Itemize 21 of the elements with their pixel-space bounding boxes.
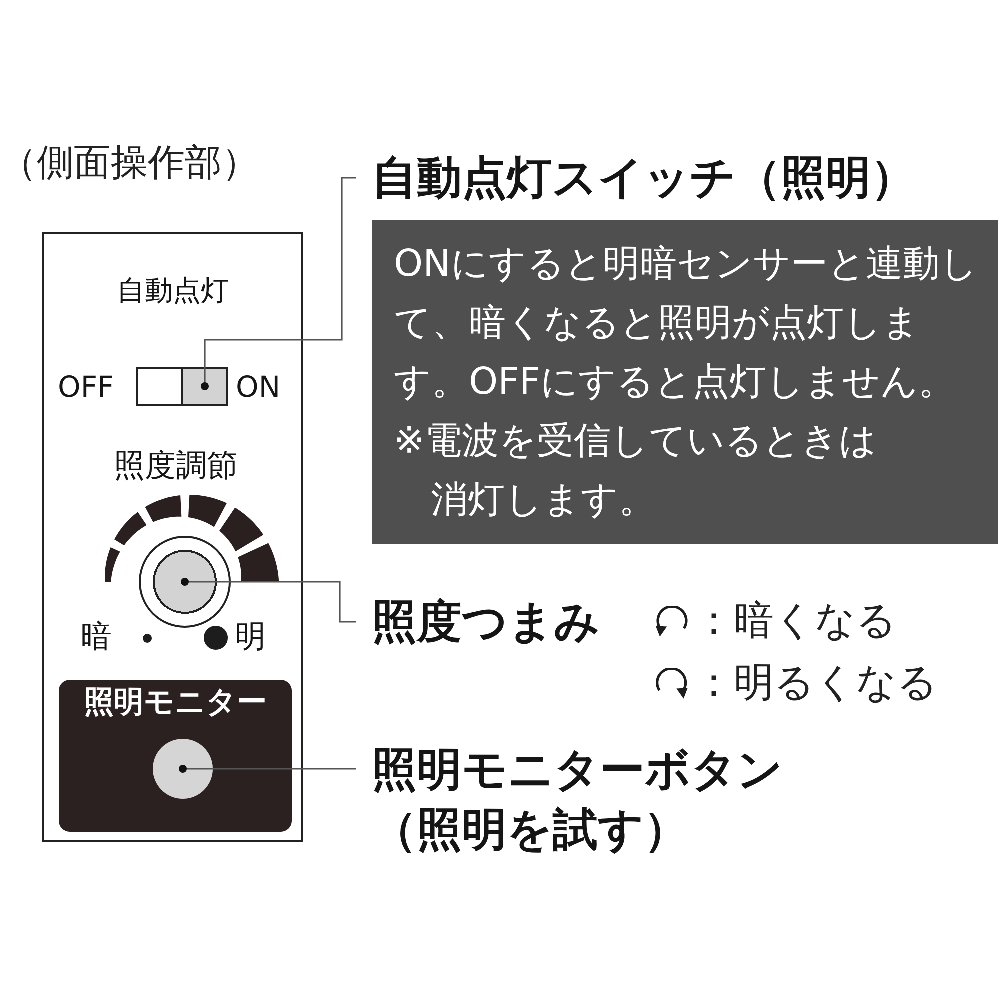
callout-heading: 自動点灯スイッチ（照明） [356,150,916,206]
callout-label: 照度つまみ [356,594,600,650]
leader-line [181,578,356,623]
description-panel [372,220,998,544]
note-text: ※電波を受信しているときは消灯します。 [394,418,878,523]
dim-label: 暗 [81,618,112,656]
panel-heading: （側面操作部） [0,140,259,186]
bright-label: 明 [235,618,266,656]
leader-line [201,177,356,390]
legend-text: ：暗くなる [694,597,897,646]
legend-text: ：明るくなる [694,659,938,708]
on-label: ON [236,370,281,404]
switch-caption: 自動点灯 [117,274,229,308]
button-panel [59,680,292,832]
off-label: OFF [58,370,114,404]
panel-label: 照明モニター [83,684,268,722]
description-text: ONにすると明暗センサーと連動して、暗くなると照明が点灯します。OFFにすると点灯しません。 [394,241,979,405]
callout-label: 照明モニターボタン（照明を試す） [356,740,816,860]
slide-switch [136,367,228,406]
dial-caption: 照度調節 [114,447,238,485]
leader-line [179,765,356,773]
